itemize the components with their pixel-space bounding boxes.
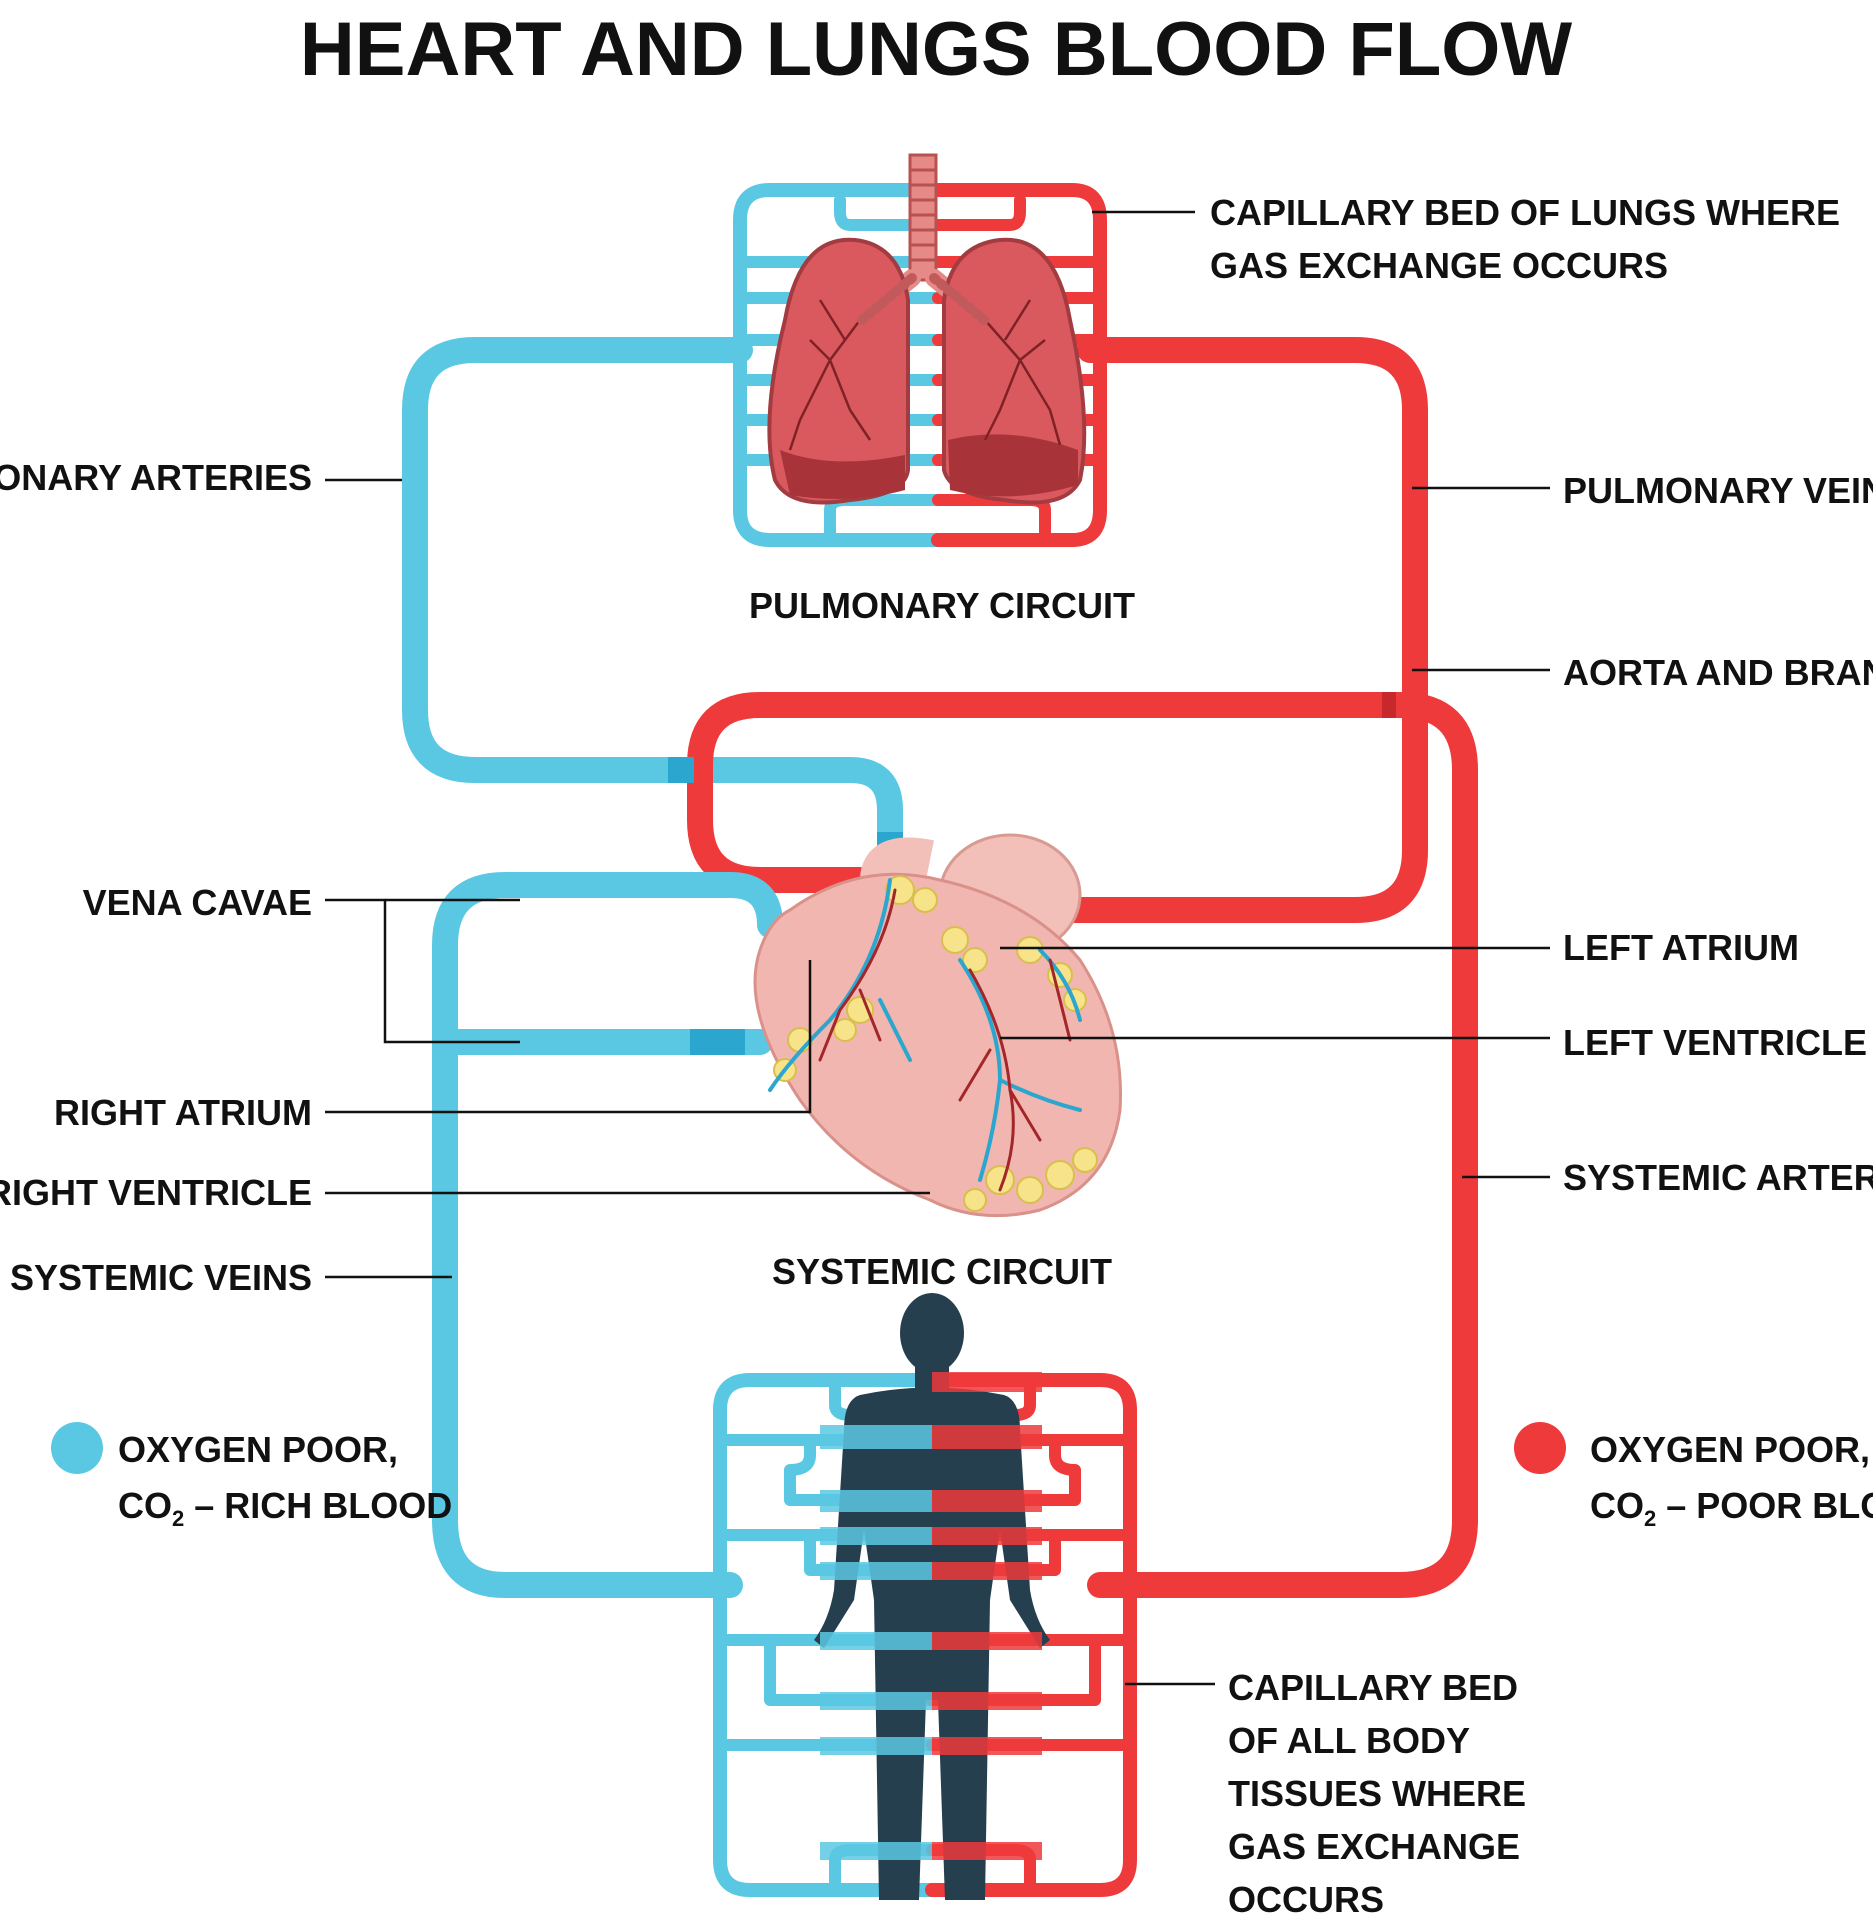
capillary-body-label-line5: OCCURS <box>1228 1879 1384 1920</box>
legend-red-line2: CO2 – POOR BLOOD <box>1590 1485 1873 1531</box>
right-atrium-label: RIGHT ATRIUM <box>54 1092 312 1133</box>
systemic-circuit-label: SYSTEMIC CIRCUIT <box>772 1251 1112 1292</box>
right-ventricle-label: RIGHT VENTRICLE <box>0 1172 312 1213</box>
left-ventricle-label: LEFT VENTRICLE <box>1563 1022 1867 1063</box>
capillary-body-label-line4: GAS EXCHANGE <box>1228 1826 1520 1867</box>
legend-oxygen-poor-red: OXYGEN POOR, CO2 – POOR BLOOD <box>1514 1422 1873 1531</box>
diagram-title: HEART AND LUNGS BLOOD FLOW <box>300 7 1572 92</box>
heart-illustration <box>753 833 1122 1218</box>
human-body-silhouette <box>814 1293 1050 1900</box>
legend-red-co: CO <box>1590 1485 1644 1526</box>
legend-red-line1: OXYGEN POOR, <box>1590 1429 1870 1470</box>
superior-vena-cava-vessel <box>432 872 783 1598</box>
capillary-lungs-label-line1: CAPILLARY BED OF LUNGS WHERE <box>1210 192 1840 233</box>
pulmonary-artery-vessel <box>402 337 903 863</box>
legend-blue-line1: OXYGEN POOR, <box>118 1429 398 1470</box>
capillary-body-label-line3: TISSUES WHERE <box>1228 1773 1526 1814</box>
vena-cava-entry-mark <box>690 1029 745 1055</box>
legend-red-subscript: 2 <box>1644 1506 1656 1531</box>
capillary-body-label-line1: CAPILLARY BED <box>1228 1667 1518 1708</box>
pulmonary-vein-vessel <box>1047 337 1428 923</box>
legend-red-suffix: – POOR BLOOD <box>1656 1485 1873 1526</box>
right-atrium-leader <box>325 960 812 1114</box>
capillary-lungs-label-line2: GAS EXCHANGE OCCURS <box>1210 245 1668 286</box>
systemic-arteries-label: SYSTEMIC ARTERIES <box>1563 1157 1873 1198</box>
legend-blue-swatch <box>51 1422 103 1474</box>
pulmonary-veins-label: PULMONARY VEINS <box>1563 470 1873 511</box>
left-atrium-label: LEFT ATRIUM <box>1563 927 1799 968</box>
legend-red-swatch <box>1514 1422 1566 1474</box>
aorta-label: AORTA AND BRANCHES <box>1563 652 1873 693</box>
pulmonary-arteries-label: PULMONARY ARTERIES <box>0 457 312 498</box>
vena-cavae-label: VENA CAVAE <box>83 882 312 923</box>
pulmonary-circuit-label: PULMONARY CIRCUIT <box>749 585 1135 626</box>
legend-blue-subscript: 2 <box>172 1506 184 1531</box>
legend-blue-line2: CO2 – RICH BLOOD <box>118 1485 452 1531</box>
aorta-junction-mark <box>1382 692 1396 718</box>
aorta-vessel <box>687 692 1478 1598</box>
lungs-illustration <box>767 153 1087 505</box>
pulmonary-junction-mark <box>668 757 694 783</box>
legend-blue-co: CO <box>118 1485 172 1526</box>
capillary-body-label-line2: OF ALL BODY <box>1228 1720 1470 1761</box>
vena-cavae-leader-inferior <box>325 898 520 1044</box>
legend-blue-suffix: – RICH BLOOD <box>184 1485 452 1526</box>
legend-oxygen-poor-blue: OXYGEN POOR, CO2 – RICH BLOOD <box>51 1422 452 1531</box>
systemic-veins-label: SYSTEMIC VEINS <box>10 1257 312 1298</box>
